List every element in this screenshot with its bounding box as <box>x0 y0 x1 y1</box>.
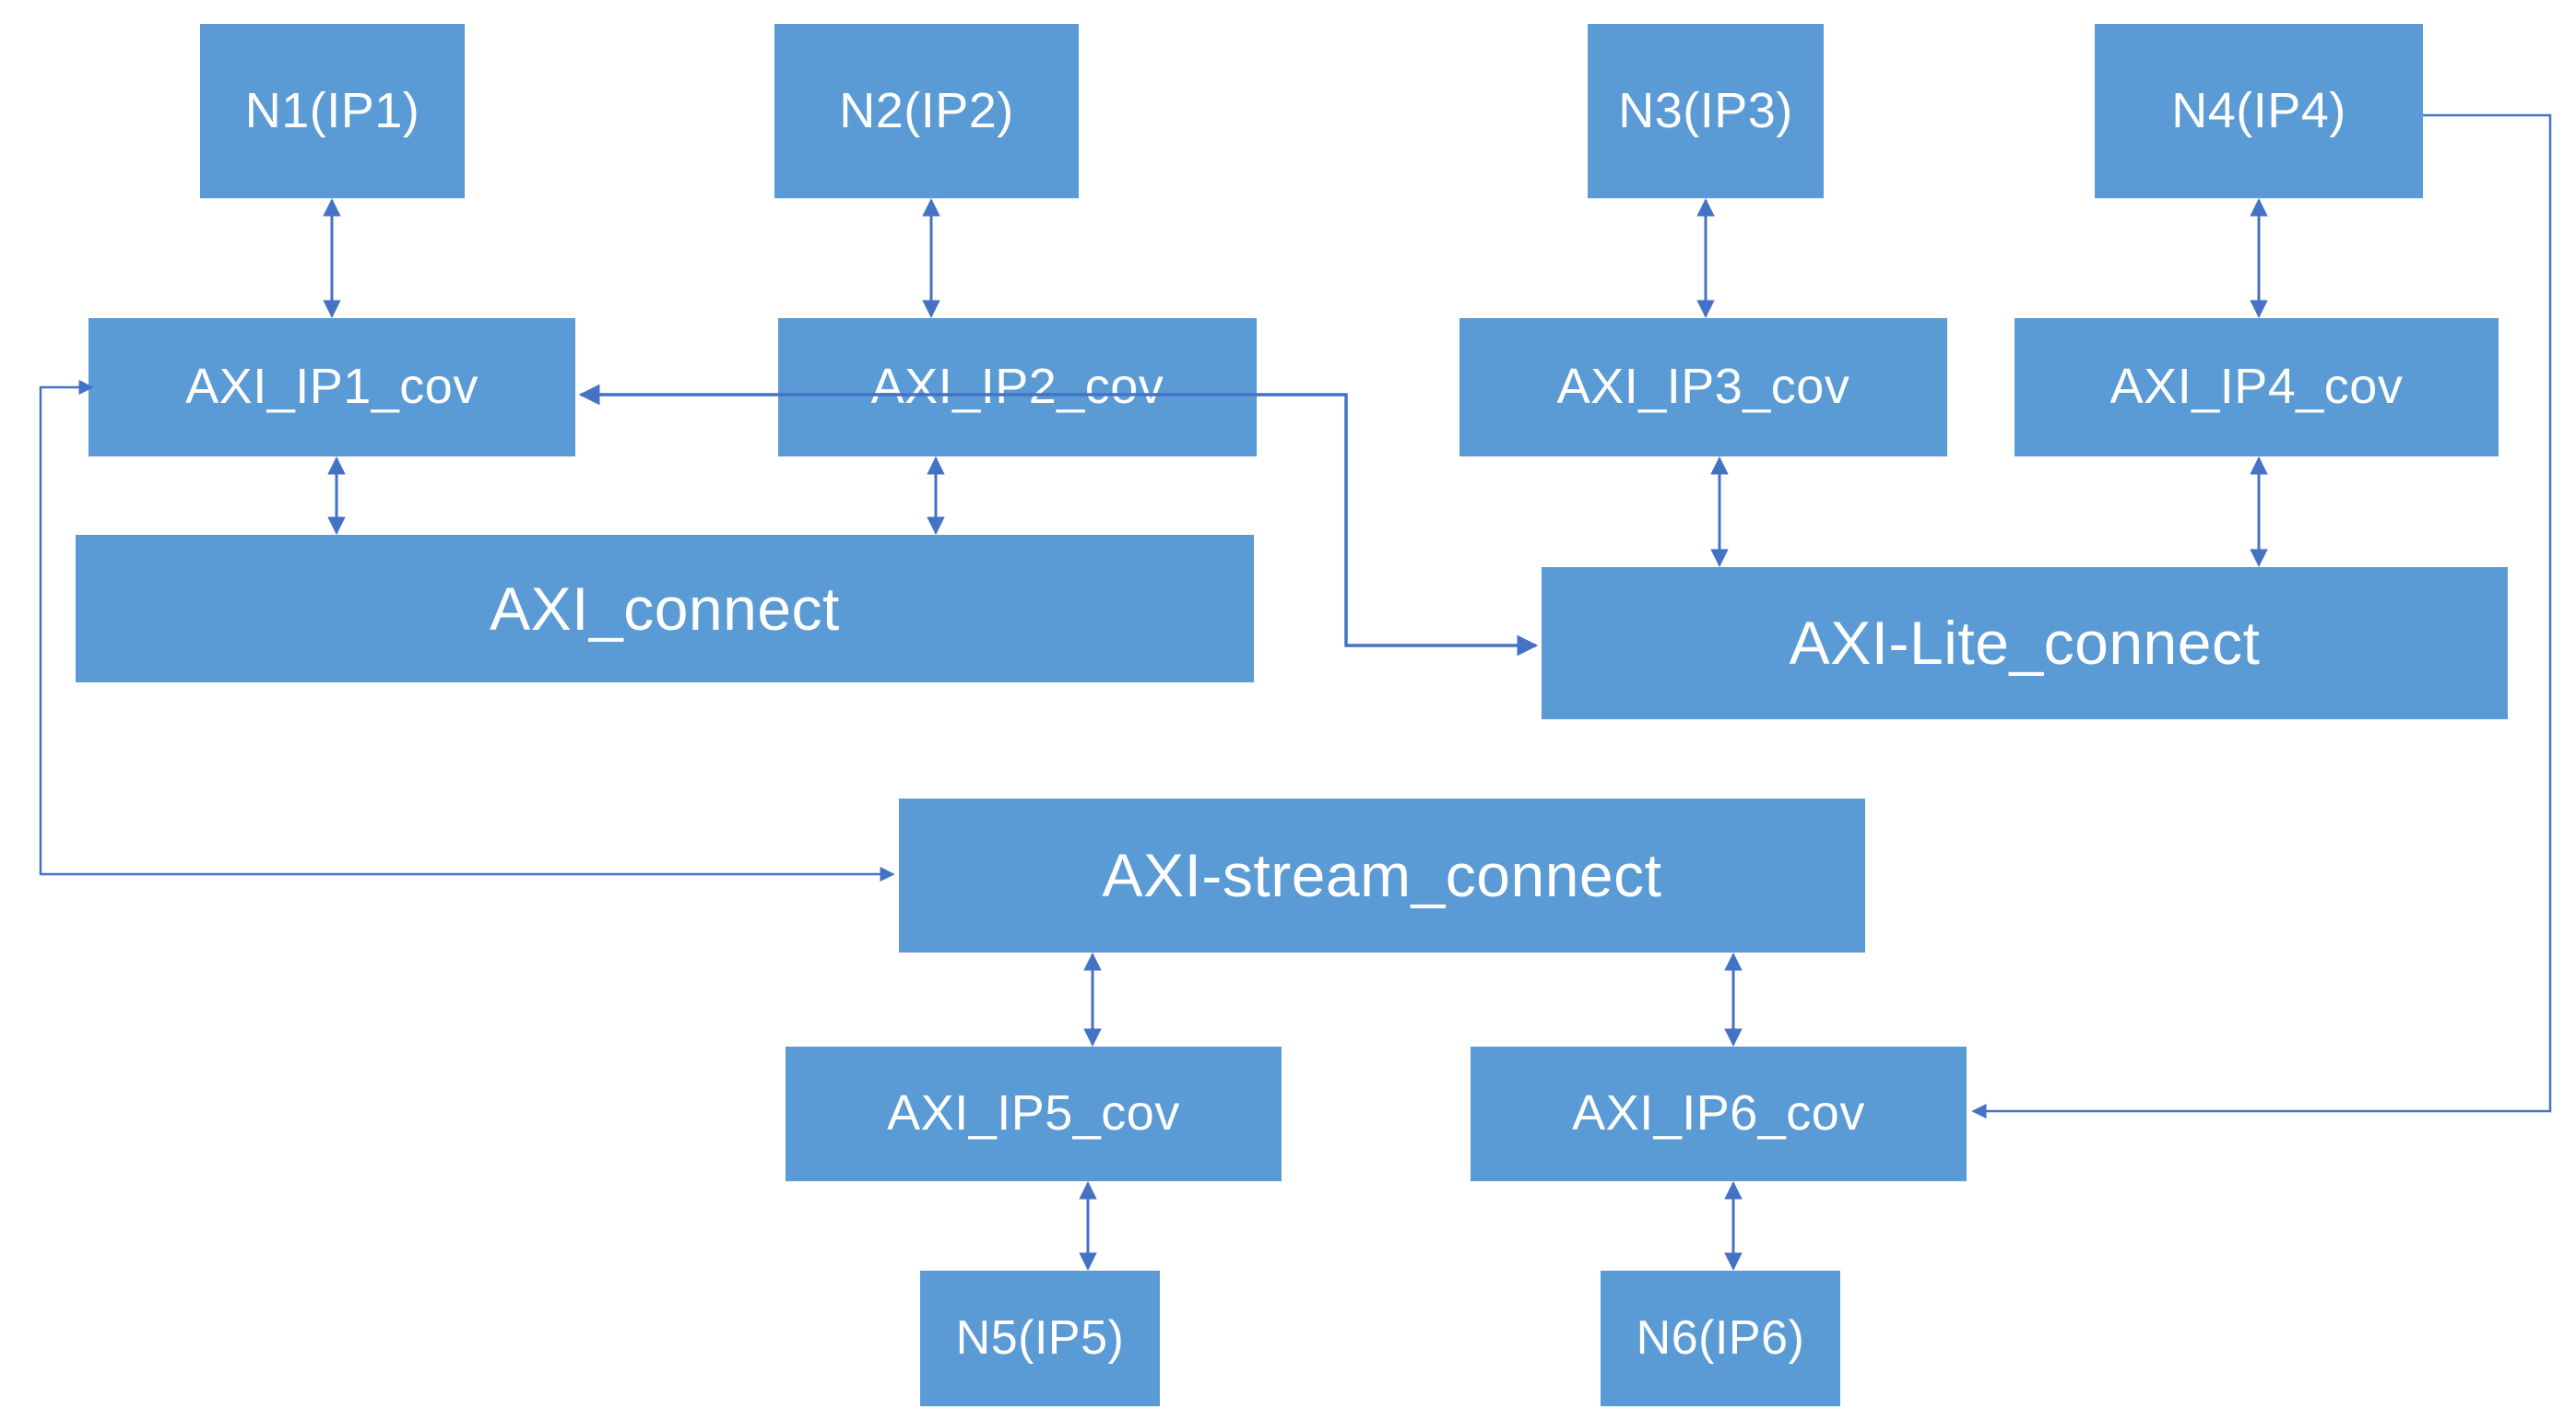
node-axi-ip3-cov: AXI_IP3_cov <box>1459 318 1947 456</box>
node-n3: N3(IP3) <box>1588 24 1824 198</box>
node-n4: N4(IP4) <box>2095 24 2423 198</box>
node-axi-connect: AXI_connect <box>76 535 1254 682</box>
node-axi-ip1-cov: AXI_IP1_cov <box>89 318 575 456</box>
node-n2: N2(IP2) <box>774 24 1079 198</box>
node-axi-ip4-cov: AXI_IP4_cov <box>2015 318 2499 456</box>
node-n1: N1(IP1) <box>200 24 465 198</box>
node-axi-stream-connect: AXI-stream_connect <box>899 799 1865 953</box>
node-axi-lite-connect: AXI-Lite_connect <box>1542 567 2508 719</box>
node-n5: N5(IP5) <box>920 1271 1160 1406</box>
node-axi-ip2-cov: AXI_IP2_cov <box>778 318 1257 456</box>
node-axi-ip6-cov: AXI_IP6_cov <box>1471 1047 1967 1181</box>
node-axi-ip5-cov: AXI_IP5_cov <box>786 1047 1282 1181</box>
node-n6: N6(IP6) <box>1601 1271 1840 1406</box>
